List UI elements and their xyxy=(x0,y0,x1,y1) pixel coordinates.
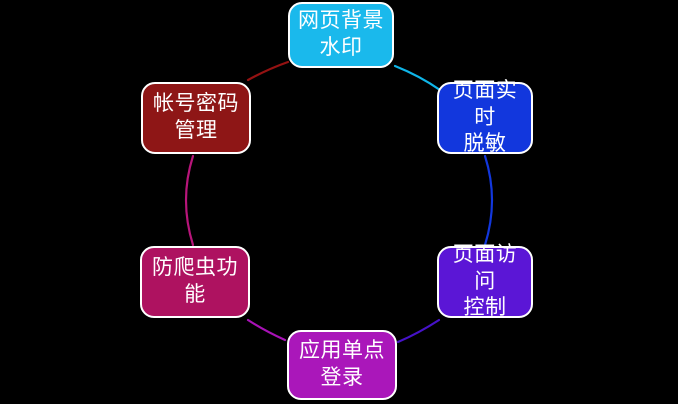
node-page-realtime-desensitization[interactable]: 页面实时 脱敏 xyxy=(437,79,533,155)
node-page-access-control[interactable]: 页面访问 控制 xyxy=(437,243,533,319)
node-label: 帐号密码 管理 xyxy=(153,92,239,142)
edge-account-to-watermark xyxy=(246,60,290,82)
node-application-single-sign-on[interactable]: 应用单点 登录 xyxy=(287,330,397,400)
node-label: 应用单点 登录 xyxy=(299,339,385,389)
node-label: 防爬虫功 能 xyxy=(152,256,238,306)
node-anti-crawler-function[interactable]: 防爬虫功 能 xyxy=(140,246,250,318)
node-label: 页面实时 脱敏 xyxy=(452,78,518,156)
edge-sso-to-anti-crawler xyxy=(246,318,287,342)
edge-anti-crawler-to-account xyxy=(184,154,195,247)
edge-access-control-to-sso xyxy=(396,318,441,344)
node-web-page-background-watermark[interactable]: 网页背景 水印 xyxy=(288,2,394,68)
node-label: 网页背景 水印 xyxy=(298,9,384,59)
node-label: 页面访问 控制 xyxy=(452,242,518,320)
node-account-password-management[interactable]: 帐号密码 管理 xyxy=(141,82,251,154)
edge-watermark-to-desensitization xyxy=(393,64,442,92)
edge-desensitization-to-access-control xyxy=(483,154,494,247)
